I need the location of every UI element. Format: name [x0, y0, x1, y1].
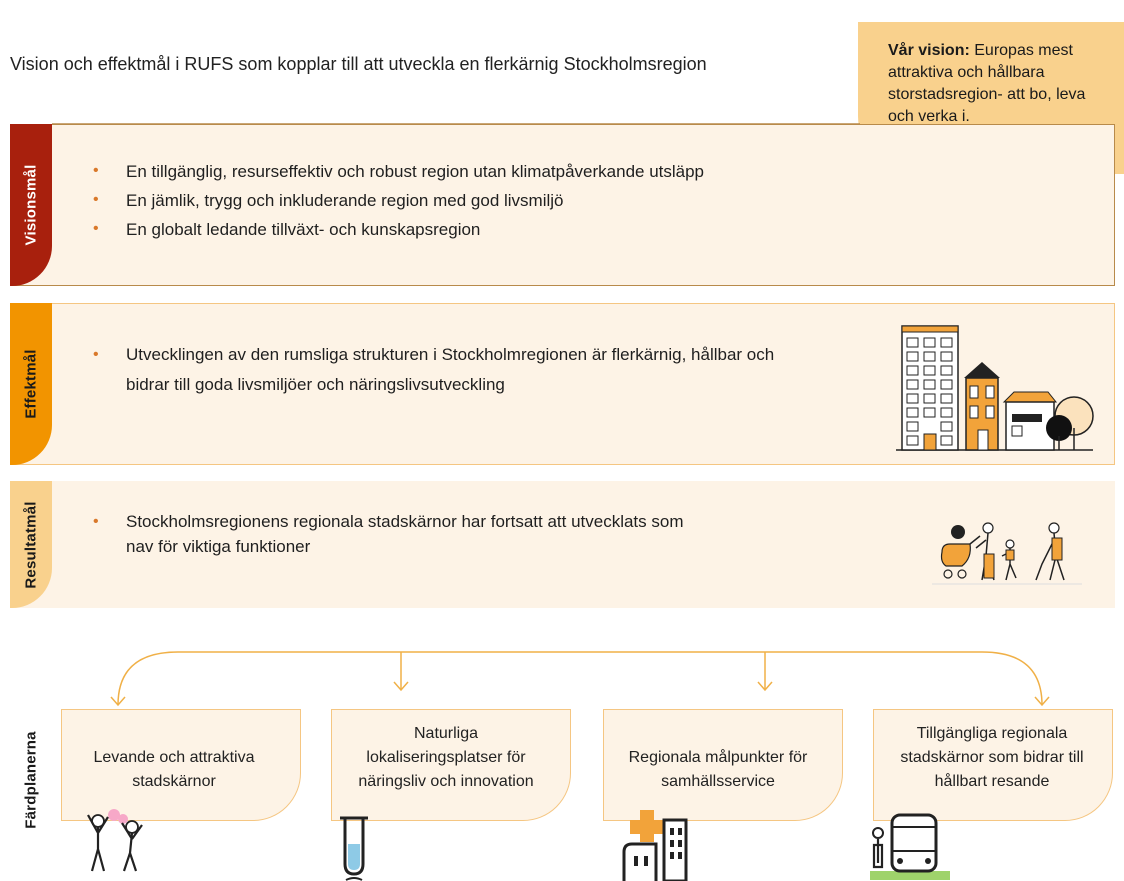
resultatmal-list: Stockholmsregionens regionala stadskärno… — [90, 509, 710, 559]
visionsmal-list: En tillgänglig, resurseffektiv och robus… — [90, 162, 704, 240]
fardplan-card-text: Levande och attraktiva stadskärnor — [93, 749, 255, 790]
list-item: En jämlik, trygg och inkluderande region… — [90, 191, 704, 211]
list-item: En globalt ledande tillväxt- och kunskap… — [90, 220, 704, 240]
effektmal-tab: Effektmål — [10, 303, 52, 465]
fardplan-card-text: Regionala målpunkter för samhällsservice — [628, 749, 808, 790]
resultatmal-tab: Resultatmål — [10, 481, 52, 608]
test-tube-icon — [340, 816, 368, 881]
hospital-buildings-icon — [622, 810, 688, 881]
list-item: En tillgänglig, resurseffektiv och robus… — [90, 162, 704, 182]
effektmal-list: Utvecklingen av den rumsliga strukturen … — [90, 340, 790, 400]
page-title: Vision och effektmål i RUFS som kopplar … — [10, 54, 707, 74]
vision-text: Europas mest attraktiva och hållbara sto… — [888, 42, 1086, 125]
bus-stop-icon — [870, 813, 950, 880]
fardplan-card-4: Tillgängliga regionala stadskärnor som b… — [873, 709, 1113, 821]
people-icon — [932, 522, 1082, 585]
fardplan-card-text: Tillgängliga regionala stadskärnor som b… — [900, 725, 1084, 790]
fardplan-card-3: Regionala målpunkter för samhällsservice — [603, 709, 843, 821]
vision-label: Vår vision: — [888, 42, 970, 59]
fardplan-card-2: Naturliga lokaliseringsplatser för närin… — [331, 709, 571, 821]
visionsmal-tab: Visionsmål — [10, 124, 52, 286]
buildings-icon — [896, 325, 1094, 451]
fardplanerna-label: Färdplanerna — [22, 731, 40, 829]
list-item: Utvecklingen av den rumsliga strukturen … — [90, 340, 790, 400]
fardplanerna-label-box: Färdplanerna — [10, 705, 52, 855]
list-item: Stockholmsregionens regionala stadskärno… — [90, 509, 710, 559]
fardplan-card-1: Levande och attraktiva stadskärnor — [61, 709, 301, 821]
people-celebrating-icon — [87, 809, 143, 872]
fardplan-card-text: Naturliga lokaliseringsplatser för närin… — [358, 725, 534, 790]
